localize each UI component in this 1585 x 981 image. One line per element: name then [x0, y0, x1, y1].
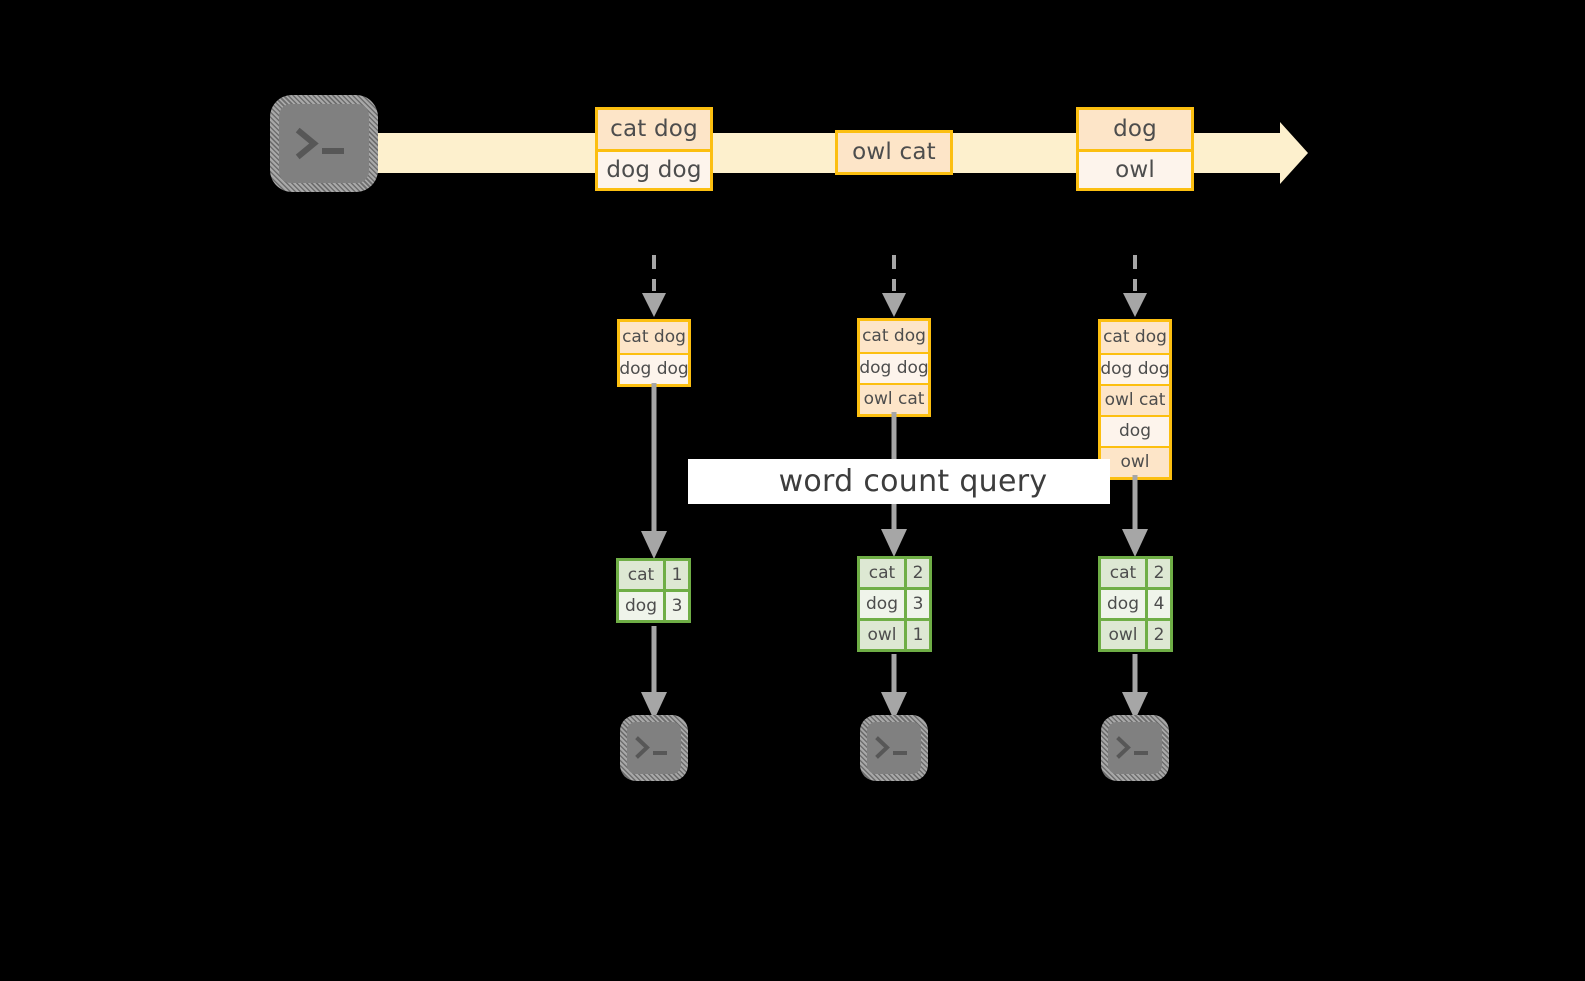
result-to-sink-connector [881, 654, 907, 720]
terminal-prompt-glyph [279, 104, 369, 183]
result-word-cell: cat [619, 561, 663, 589]
state-buffer[interactable]: cat dog dog dog [617, 319, 691, 387]
table-row: dog 3 [860, 587, 929, 618]
result-word-cell: dog [619, 592, 663, 620]
table-row: cat 2 [1101, 559, 1170, 587]
result-count-cell: 3 [663, 592, 688, 620]
result-count-cell: 4 [1145, 590, 1170, 618]
stream-event-line: owl cat [838, 133, 950, 172]
stream-event-line: dog dog [598, 149, 710, 188]
state-item: cat dog [620, 322, 688, 353]
result-to-sink-connector [1122, 654, 1148, 720]
result-word-cell: owl [1101, 621, 1145, 649]
result-to-sink-connector [641, 626, 667, 720]
result-table[interactable]: cat 2 dog 3 owl 1 [857, 556, 932, 652]
result-word-cell: dog [860, 590, 904, 618]
state-buffer[interactable]: cat dog dog dog owl cat [857, 318, 931, 417]
state-to-result-connector [1122, 475, 1148, 557]
table-row: cat 1 [619, 561, 688, 589]
state-item: cat dog [1101, 322, 1169, 353]
result-count-cell: 3 [904, 590, 929, 618]
state-buffer[interactable]: cat dog dog dog owl cat dog owl [1098, 319, 1172, 480]
result-word-cell: cat [1101, 559, 1145, 587]
state-item: dog dog [1100, 353, 1170, 384]
result-word-cell: cat [860, 559, 904, 587]
result-word-cell: dog [1101, 590, 1145, 618]
result-count-cell: 2 [1145, 559, 1170, 587]
result-count-cell: 2 [904, 559, 929, 587]
result-table[interactable]: cat 1 dog 3 [616, 558, 691, 623]
state-item: owl cat [1101, 384, 1169, 415]
stream-event-group[interactable]: owl cat [835, 130, 953, 175]
state-item: owl cat [860, 383, 928, 414]
terminal-face [279, 104, 369, 183]
result-table[interactable]: cat 2 dog 4 owl 2 [1098, 556, 1173, 652]
result-count-cell: 1 [904, 621, 929, 649]
stream-to-state-connector [642, 255, 666, 317]
stream-event-line: cat dog [598, 110, 710, 149]
sink-terminal-icon [1101, 715, 1169, 781]
terminal-prompt-glyph [1108, 722, 1162, 774]
stream-event-group[interactable]: cat dog dog dog [595, 107, 713, 191]
result-count-cell: 1 [663, 561, 688, 589]
state-item: dog [1101, 415, 1169, 446]
table-row: owl 1 [860, 618, 929, 649]
state-item: cat dog [860, 321, 928, 352]
result-count-cell: 2 [1145, 621, 1170, 649]
terminal-face [867, 722, 921, 774]
stream-to-state-connector [1123, 255, 1147, 317]
sink-terminal-icon [620, 715, 688, 781]
state-to-result-connector [641, 383, 667, 559]
table-row: owl 2 [1101, 618, 1170, 649]
terminal-face [1108, 722, 1162, 774]
query-label: word count query [778, 463, 1048, 499]
source-terminal-icon [270, 95, 378, 192]
stream-event-line: owl [1079, 149, 1191, 188]
table-row: cat 2 [860, 559, 929, 587]
terminal-prompt-glyph [867, 722, 921, 774]
stream-to-state-connector [882, 255, 906, 317]
table-row: dog 3 [619, 589, 688, 620]
terminal-face [627, 722, 681, 774]
state-item: owl [1101, 446, 1169, 477]
state-item: dog dog [859, 352, 929, 383]
terminal-prompt-glyph [627, 722, 681, 774]
stream-event-line: dog [1079, 110, 1191, 149]
state-item: dog dog [619, 353, 689, 384]
result-word-cell: owl [860, 621, 904, 649]
arrow-right-icon [1250, 122, 1308, 184]
table-row: dog 4 [1101, 587, 1170, 618]
query-label-band: word count query [688, 459, 1110, 504]
sink-terminal-icon [860, 715, 928, 781]
stream-event-group[interactable]: dog owl [1076, 107, 1194, 191]
